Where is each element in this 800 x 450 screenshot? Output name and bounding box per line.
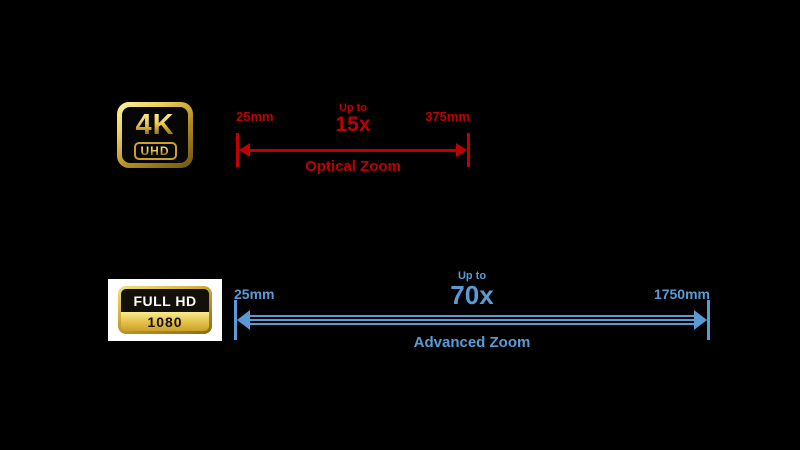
optical-arrow-line bbox=[250, 148, 456, 152]
advanced-zoom-factor-value: 70x bbox=[450, 280, 494, 310]
advanced-zoom-range-arrow bbox=[234, 300, 710, 340]
logo-4k-uhd-inner: 4K UHD bbox=[122, 107, 188, 163]
optical-arrow-left-head-icon bbox=[239, 143, 250, 157]
optical-zoom-range-arrow bbox=[236, 133, 470, 167]
optical-arrow-right-endbar bbox=[467, 133, 470, 167]
logo-full-hd-badge: FULL HD 1080 bbox=[118, 286, 212, 334]
logo-4k-uhd: 4K UHD bbox=[117, 102, 193, 168]
advanced-arrow-left-head-icon bbox=[237, 310, 250, 330]
advanced-zoom-factor-prefix: Up to bbox=[457, 270, 487, 282]
advanced-arrow-right-endbar bbox=[707, 300, 710, 340]
optical-zoom-caption: Optical Zoom bbox=[305, 158, 401, 175]
optical-zoom-factor-group: Up to 15x bbox=[236, 102, 470, 135]
optical-arrow-left-endbar bbox=[236, 133, 239, 167]
optical-zoom-diagram: 25mm Up to 15x 375mm Optical Zoom bbox=[236, 102, 470, 182]
advanced-tele-focal-label: 1750mm bbox=[653, 286, 710, 302]
logo-1080-text: 1080 bbox=[121, 312, 209, 331]
advanced-arrow-line bbox=[250, 315, 694, 325]
logo-full-hd-card: FULL HD 1080 bbox=[108, 279, 222, 341]
optical-zoom-factor-prefix: Up to bbox=[338, 102, 368, 114]
advanced-arrow-left-endbar bbox=[234, 300, 237, 340]
advanced-arrow-right-head-icon bbox=[694, 310, 707, 330]
logo-full-hd-text: FULL HD bbox=[121, 289, 209, 313]
optical-arrow-right-head-icon bbox=[456, 143, 467, 157]
advanced-zoom-factor-group: Up to 70x bbox=[234, 270, 710, 308]
advanced-wide-focal-label: 25mm bbox=[234, 286, 275, 302]
advanced-zoom-diagram: 25mm Up to 70x 1750mm Advanced Zoom bbox=[234, 270, 710, 356]
logo-uhd-badge: UHD bbox=[133, 141, 177, 160]
logo-uhd-text: UHD bbox=[140, 143, 170, 158]
optical-zoom-factor-value: 15x bbox=[335, 113, 371, 136]
optical-tele-focal-label: 375mm bbox=[425, 109, 470, 124]
advanced-zoom-caption: Advanced Zoom bbox=[413, 334, 531, 351]
logo-4k-text: 4K bbox=[135, 108, 175, 141]
optical-wide-focal-label: 25mm bbox=[236, 109, 274, 124]
